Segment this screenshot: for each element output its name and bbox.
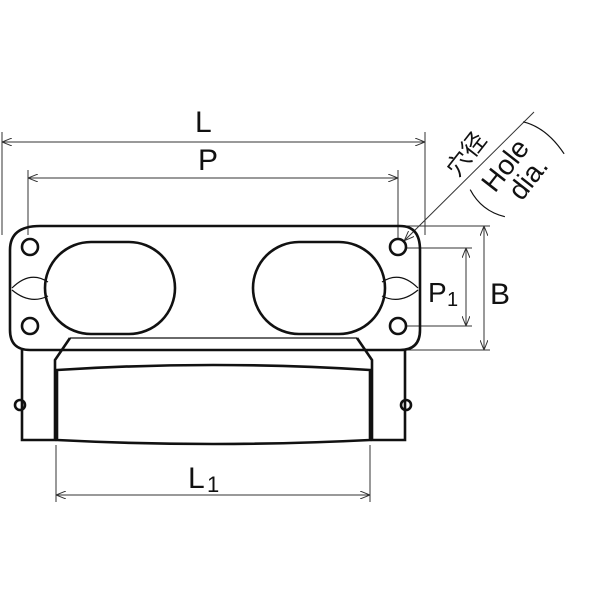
svg-text:P: P bbox=[428, 277, 447, 308]
label-L1: L 1 bbox=[188, 462, 219, 497]
svg-text:1: 1 bbox=[447, 289, 458, 311]
hole-dia-label-en: Hole dia. bbox=[469, 121, 565, 218]
label-P1: P 1 bbox=[428, 277, 458, 311]
svg-text:1: 1 bbox=[207, 472, 219, 497]
extension-lines bbox=[1, 132, 490, 502]
label-L: L bbox=[195, 106, 212, 139]
carrier-body bbox=[8, 224, 422, 446]
label-P: P bbox=[198, 144, 218, 177]
svg-text:L: L bbox=[188, 462, 205, 495]
hole-leader bbox=[405, 111, 535, 240]
label-B: B bbox=[490, 278, 510, 311]
